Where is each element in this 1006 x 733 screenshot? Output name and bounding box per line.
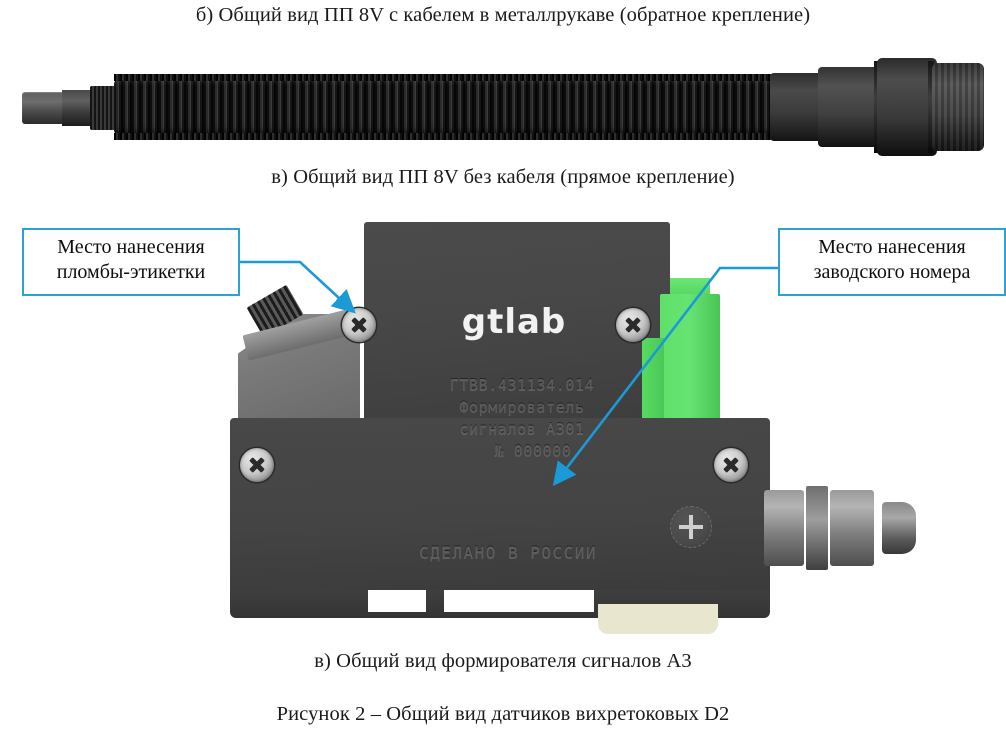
caption-view-c-bottom: в) Общий вид формирователя сигналов А3 (314, 650, 692, 672)
gland-hex-nut-1 (764, 490, 804, 566)
gland-end-cap (882, 502, 916, 554)
callout-serial-number-location: Место нанесения заводского номера (778, 228, 1006, 296)
engraved-product-name-line1: Формирователь (459, 398, 585, 416)
caption-view-c-top: в) Общий вид ПП 8V без кабеля (прямое кр… (271, 166, 735, 188)
cable-connector-body (818, 67, 884, 147)
engraved-nameplate: ГТВВ.431134.014 Формирователь сигналов А… (394, 374, 650, 462)
base-notch-center (444, 590, 594, 612)
gland-ring (806, 486, 828, 570)
cable-connector-shell (877, 58, 937, 156)
green-terminal-block (642, 294, 720, 426)
screw-bottom-left (240, 448, 274, 482)
probe-hex-tip (22, 92, 64, 124)
ground-icon-bar-vertical (689, 515, 693, 539)
cable-connector-sleeve (770, 73, 822, 141)
engraved-serial-number: № 000000 (494, 442, 572, 460)
engraved-made-in-russia: СДЕЛАНО В РОССИИ (418, 543, 598, 562)
probe-shank (62, 90, 92, 126)
din-rail-clip (598, 604, 718, 634)
armored-metal-hose (114, 74, 774, 140)
base-notch-left (368, 590, 426, 612)
callout-seal-label-location: Место нанесения пломбы-этикетки (22, 228, 240, 296)
screw-bottom-right (714, 448, 748, 482)
engraved-product-name-line2: сигналов А301 (459, 420, 585, 438)
seal-label-screw-top-left (342, 308, 376, 342)
gland-hex-nut-2 (830, 490, 874, 566)
cable-gland-assembly (764, 486, 916, 570)
cable-connector-knurled-cap (932, 63, 984, 151)
connector-ring-2 (928, 61, 934, 153)
caption-view-b: б) Общий вид ПП 8V с кабелем в металлрук… (195, 4, 811, 26)
photo-probe-with-armored-cable (22, 55, 984, 160)
figure-title: Рисунок 2 – Общий вид датчиков вихретоко… (276, 703, 730, 725)
engraved-part-number: ГТВВ.431134.014 (449, 376, 595, 394)
brand-logo-gtlab: gtlab (461, 302, 567, 342)
ground-terminal-icon (670, 506, 712, 548)
